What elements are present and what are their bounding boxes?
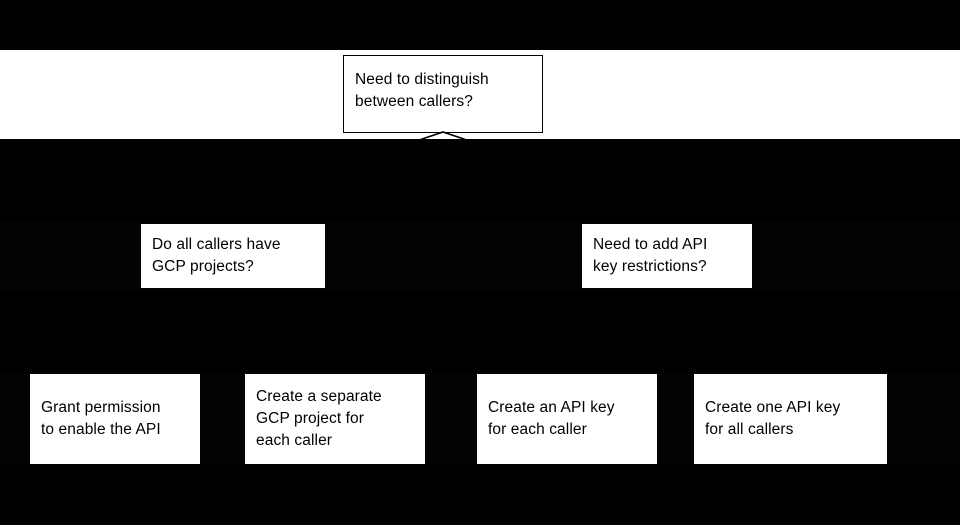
- node-need-to-add-api-key-restrictions[interactable]: Need to add API key restrictions?: [582, 224, 752, 288]
- node-create-api-key-for-each-caller[interactable]: Create an API key for each caller: [477, 374, 657, 464]
- root-connector-arrowhead-icon: [420, 131, 466, 140]
- node-create-separate-gcp-project[interactable]: Create a separate GCP project for each c…: [245, 374, 425, 464]
- node-label: Create one API key for all callers: [705, 399, 841, 438]
- node-label: Need to distinguish between callers?: [355, 71, 489, 110]
- node-label: Create a separate GCP project for each c…: [256, 388, 382, 449]
- node-label: Grant permission to enable the API: [41, 399, 161, 438]
- node-create-one-api-key-for-all-callers[interactable]: Create one API key for all callers: [694, 374, 887, 464]
- node-label: Do all callers have GCP projects?: [152, 236, 281, 275]
- node-label: Need to add API key restrictions?: [593, 236, 708, 275]
- node-do-all-callers-have-gcp-projects[interactable]: Do all callers have GCP projects?: [141, 224, 325, 288]
- node-need-to-distinguish-callers[interactable]: Need to distinguish between callers?: [343, 55, 543, 133]
- node-label: Create an API key for each caller: [488, 399, 615, 438]
- node-grant-permission-to-enable-api[interactable]: Grant permission to enable the API: [30, 374, 200, 464]
